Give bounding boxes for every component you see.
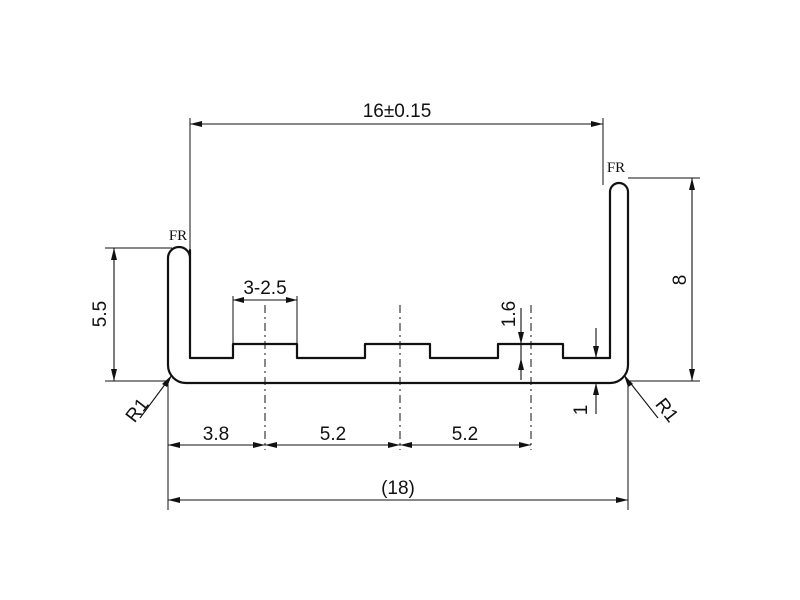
arrowhead <box>233 297 244 303</box>
rib-width-label: 3-2.5 <box>243 278 286 299</box>
right-wall-height-label: 8 <box>670 275 691 286</box>
spacing-label-2: 5.2 <box>452 424 478 445</box>
arrowhead <box>593 346 599 358</box>
rib-height-label: 1.6 <box>499 301 520 327</box>
arrowhead <box>616 497 628 503</box>
arrowhead <box>518 332 524 344</box>
overall-width-label: 16±0.15 <box>363 101 432 122</box>
arrowhead <box>400 442 412 448</box>
right-radius-label: R1 <box>651 395 683 427</box>
arrowhead <box>519 442 531 448</box>
left-offset-label: 3.8 <box>203 424 229 445</box>
arrowhead <box>111 248 117 260</box>
arrowhead <box>162 375 172 387</box>
arrowhead <box>168 497 180 503</box>
channel-profile <box>166 181 630 385</box>
left-fr-note: FR <box>169 228 187 244</box>
arrowhead <box>591 121 603 127</box>
arrowhead <box>253 442 265 448</box>
arrowhead <box>111 369 117 381</box>
total-length-label: (18) <box>381 478 415 499</box>
left-wall-height-label: 5.5 <box>90 301 111 327</box>
arrowhead <box>518 358 524 370</box>
arrowhead <box>388 442 400 448</box>
arrowhead <box>286 297 297 303</box>
arrowhead <box>689 178 695 190</box>
right-fr-note: FR <box>607 160 625 176</box>
arrowhead <box>190 121 202 127</box>
arrowhead <box>265 442 277 448</box>
left-radius-label: R1 <box>122 395 154 427</box>
arrowhead <box>624 375 633 387</box>
base-thickness-label: 1 <box>571 405 592 416</box>
arrowhead <box>593 383 599 395</box>
arrowhead <box>168 442 180 448</box>
spacing-label-1: 5.2 <box>320 424 346 445</box>
arrowhead <box>689 369 695 381</box>
